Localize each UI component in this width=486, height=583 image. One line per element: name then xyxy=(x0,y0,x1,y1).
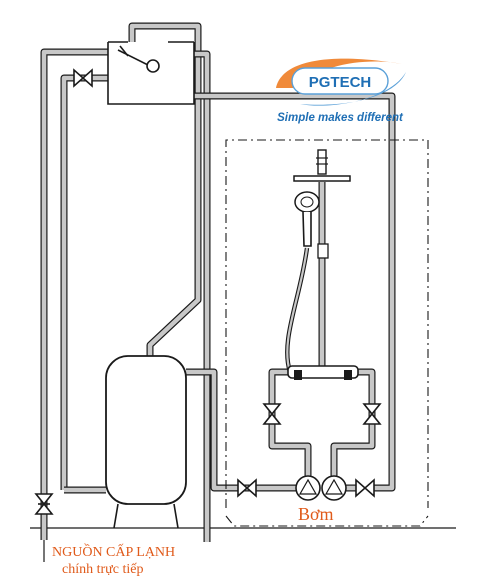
gate-valve-icon xyxy=(262,403,282,425)
gate-valve-icon xyxy=(73,68,93,88)
bathroom-boundary xyxy=(225,139,429,527)
pump-icon xyxy=(295,475,321,501)
logo-tagline: Simple makes different xyxy=(277,112,404,124)
pipe-network xyxy=(40,22,396,542)
brand-logo: PGTECH Simple makes different xyxy=(276,58,406,124)
float-valve-icon xyxy=(146,59,160,73)
pump-label: Bơm xyxy=(298,504,334,524)
mixer-valve-icon xyxy=(287,365,359,380)
header-tank xyxy=(107,41,195,105)
gate-valve-icon xyxy=(355,478,375,498)
gate-valve-icon xyxy=(237,478,257,498)
source-label-line1: NGUỒN CẤP LẠNH xyxy=(52,542,175,560)
gate-valve-icon xyxy=(34,493,54,515)
source-label-line2: chính trực tiếp xyxy=(62,562,143,577)
shower-head-icon xyxy=(293,175,351,182)
logo-brand: PGTECH xyxy=(309,74,372,91)
logo-swoosh xyxy=(276,58,402,88)
shower-set xyxy=(285,149,359,380)
pump-icon xyxy=(321,475,347,501)
hot-water-cylinder xyxy=(105,355,187,529)
hand-shower-icon xyxy=(294,191,320,247)
gate-valve-icon xyxy=(362,403,382,425)
